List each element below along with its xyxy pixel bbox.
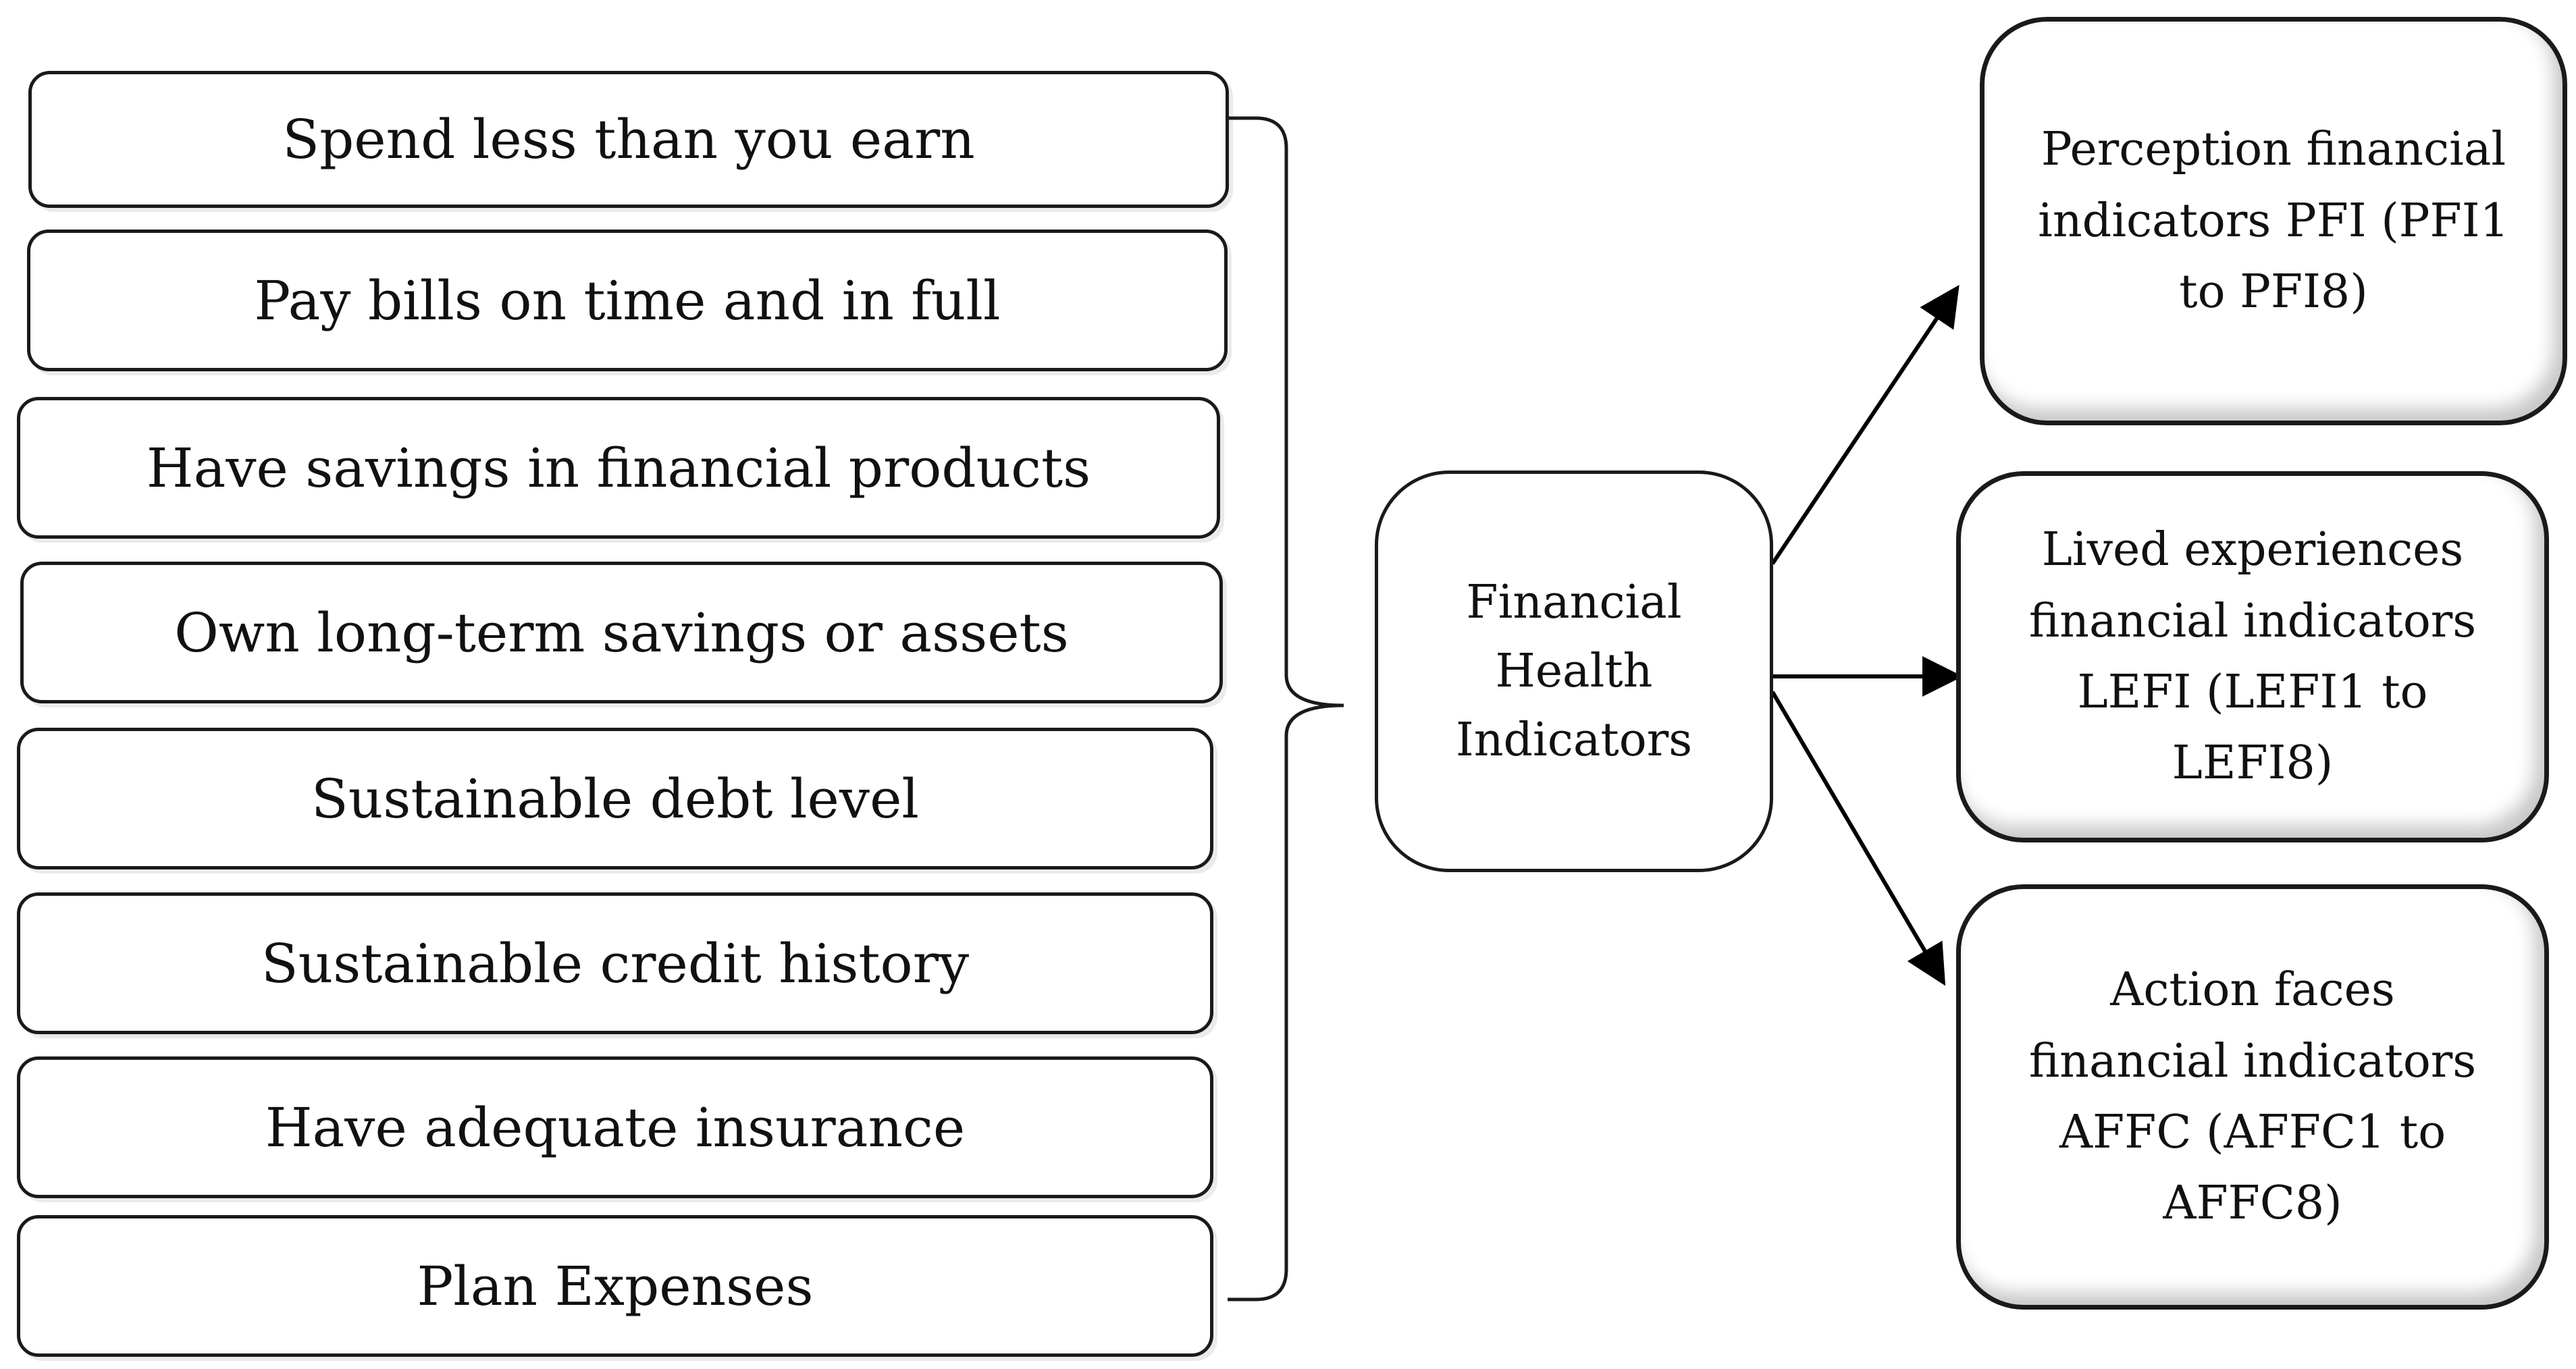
practice-label: Have adequate insurance: [265, 1096, 966, 1159]
practice-box-long-term-savings: Own long-term savings or assets: [20, 562, 1223, 703]
center-label: Financial Health Indicators: [1455, 575, 1693, 767]
indicator-label: Perception financial indicators PFI (PFI…: [2038, 123, 2509, 319]
practice-box-debt-level: Sustainable debt level: [17, 728, 1213, 869]
practice-box-pay-bills: Pay bills on time and in full: [27, 230, 1228, 371]
practice-label: Have savings in financial products: [146, 436, 1091, 500]
practice-label: Sustainable debt level: [311, 767, 919, 830]
practice-label: Sustainable credit history: [261, 932, 970, 995]
indicator-label: Action faces financial indicators AFFC (…: [2028, 963, 2477, 1231]
perception-indicators-box: Perception financial indicators PFI (PFI…: [1980, 17, 2567, 425]
practice-box-credit-history: Sustainable credit history: [17, 892, 1213, 1034]
practice-label: Own long-term savings or assets: [174, 601, 1069, 664]
practice-label: Spend less than you earn: [282, 108, 975, 171]
practice-label: Pay bills on time and in full: [254, 269, 1001, 332]
action-faces-indicators-box: Action faces financial indicators AFFC (…: [1956, 884, 2549, 1310]
arrow-to-action-faces: [1770, 691, 1946, 986]
practice-label: Plan Expenses: [417, 1254, 814, 1318]
practice-box-plan-expenses: Plan Expenses: [17, 1215, 1213, 1357]
practice-box-insurance: Have adequate insurance: [17, 1056, 1213, 1198]
lived-experiences-indicators-box: Lived experiences financial indicators L…: [1956, 471, 2549, 842]
practice-box-spend-less: Spend less than you earn: [28, 71, 1229, 208]
arrow-to-perception: [1770, 285, 1960, 565]
indicator-label: Lived experiences financial indicators L…: [2028, 523, 2477, 790]
practice-box-savings-products: Have savings in financial products: [17, 397, 1220, 539]
financial-health-indicators-node: Financial Health Indicators: [1375, 471, 1773, 872]
grouping-bracket: [1228, 116, 1344, 1301]
